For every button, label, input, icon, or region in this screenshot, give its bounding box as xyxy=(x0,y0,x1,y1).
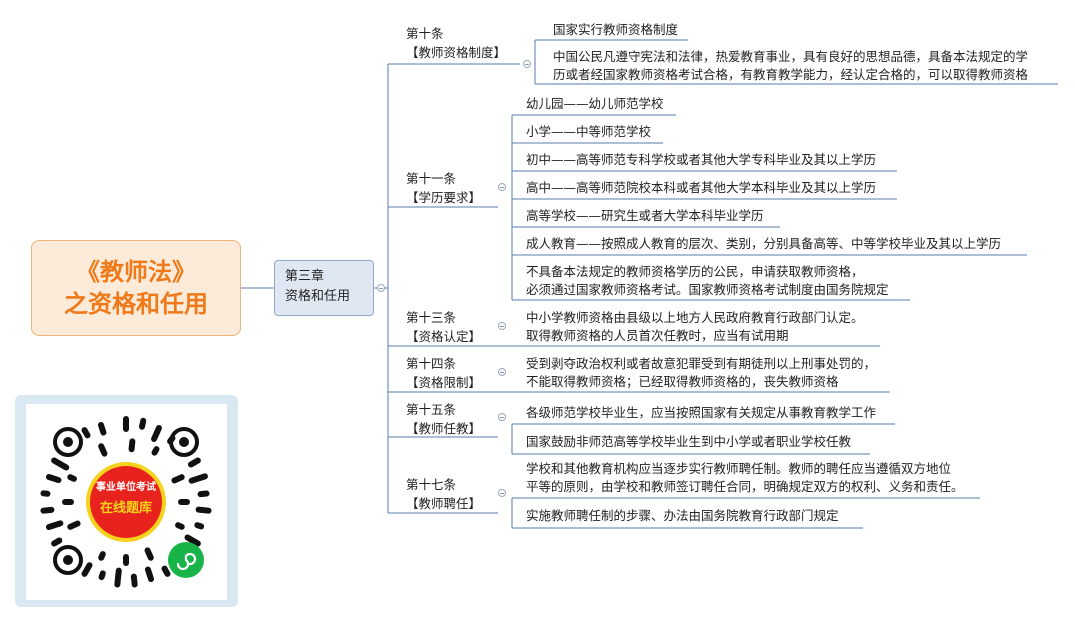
article-subtitle: 【资格认定】 xyxy=(406,329,482,344)
qr-pattern-icon: 事业单位考试 在线题库 xyxy=(40,416,212,588)
article-subtitle: 【学历要求】 xyxy=(406,190,482,205)
article-subtitle: 【教师聘任】 xyxy=(406,496,482,511)
leaf-a10-1[interactable]: 国家实行教师资格制度 xyxy=(553,22,679,37)
leaf-a13-1[interactable]: 中小学教师资格由县级以上地方人民政府教育行政部门认定。 取得教师资格的人员首次任… xyxy=(526,310,864,343)
article-11-collapse-icon[interactable] xyxy=(498,183,506,191)
article-11[interactable]: 第十一条 【学历要求】 xyxy=(406,169,481,207)
article-15[interactable]: 第十五条 【教师任教】 xyxy=(406,400,481,438)
leaf-a11-6[interactable]: 成人教育——按照成人教育的层次、类别，分别具备高等、中等学校毕业及其以上学历 xyxy=(526,236,1002,251)
article-14[interactable]: 第十四条 【资格限制】 xyxy=(406,354,481,392)
leaf-a17-2[interactable]: 实施教师聘任制的步骤、办法由国务院教育行政部门规定 xyxy=(526,508,839,523)
article-13[interactable]: 第十三条 【资格认定】 xyxy=(406,308,481,346)
article-14-collapse-icon[interactable] xyxy=(498,368,506,376)
article-13-collapse-icon[interactable] xyxy=(498,322,506,330)
chapter-collapse-icon[interactable] xyxy=(377,284,385,292)
leaf-a11-3[interactable]: 初中——高等师范专科学校或者其他大学专科毕业及其以上学历 xyxy=(526,152,877,167)
article-10-collapse-icon[interactable] xyxy=(523,60,531,68)
article-title: 第十五条 xyxy=(406,402,457,417)
leaf-a15-2[interactable]: 国家鼓励非师范高等学校毕业生到中小学或者职业学校任教 xyxy=(526,434,852,449)
article-17-collapse-icon[interactable] xyxy=(498,489,506,497)
article-title: 第十七条 xyxy=(406,477,457,492)
qr-center-line2: 在线题库 xyxy=(100,500,152,516)
article-10[interactable]: 第十条 【教师资格制度】 xyxy=(406,24,506,62)
article-subtitle: 【资格限制】 xyxy=(406,375,482,390)
qr-center-line1: 事业单位考试 xyxy=(96,480,156,493)
leaf-a11-2[interactable]: 小学——中等师范学校 xyxy=(526,124,652,139)
leaf-a15-1[interactable]: 各级师范学校毕业生，应当按照国家有关规定从事教育教学工作 xyxy=(526,405,877,420)
chapter-number: 第三章 xyxy=(285,269,325,284)
leaf-a11-1[interactable]: 幼儿园——幼儿师范学校 xyxy=(526,96,664,111)
root-title-line1: 《教师法》 xyxy=(76,258,196,286)
qr-code[interactable]: 事业单位考试 在线题库 xyxy=(26,404,227,600)
chapter-topic[interactable]: 第三章 资格和任用 xyxy=(274,260,374,316)
chapter-title: 资格和任用 xyxy=(285,289,351,304)
root-title-line2: 之资格和任用 xyxy=(64,290,208,318)
article-title: 第十一条 xyxy=(406,171,457,186)
leaf-a14-1[interactable]: 受到剥夺政治权利或者故意犯罪受到有期徒刑以上刑事处罚的， 不能取得教师资格；已经… xyxy=(526,356,877,389)
article-title: 第十四条 xyxy=(406,356,457,371)
article-15-collapse-icon[interactable] xyxy=(498,413,506,421)
article-subtitle: 【教师任教】 xyxy=(406,421,482,436)
leaf-a17-1[interactable]: 学校和其他教育机构应当逐步实行教师聘任制。教师的聘任应当遵循双方地位 平等的原则… xyxy=(526,461,964,494)
article-subtitle: 【教师资格制度】 xyxy=(406,45,507,60)
leaf-a10-2[interactable]: 中国公民凡遵守宪法和法律，热爱教育事业，具有良好的思想品德，具备本法规定的学 历… xyxy=(553,49,1029,82)
leaf-a11-5[interactable]: 高等学校——研究生或者大学本科毕业学历 xyxy=(526,208,764,223)
root-topic[interactable]: 《教师法》 之资格和任用 xyxy=(31,240,241,336)
leaf-a11-7[interactable]: 不具备本法规定的教师资格学历的公民，申请获取教师资格， 必须通过国家教师资格考试… xyxy=(526,264,889,297)
article-17[interactable]: 第十七条 【教师聘任】 xyxy=(406,475,481,513)
article-title: 第十三条 xyxy=(406,310,457,325)
leaf-a11-4[interactable]: 高中——高等师范院校本科或者其他大学本科毕业及其以上学历 xyxy=(526,180,877,195)
article-title: 第十条 xyxy=(406,26,444,41)
